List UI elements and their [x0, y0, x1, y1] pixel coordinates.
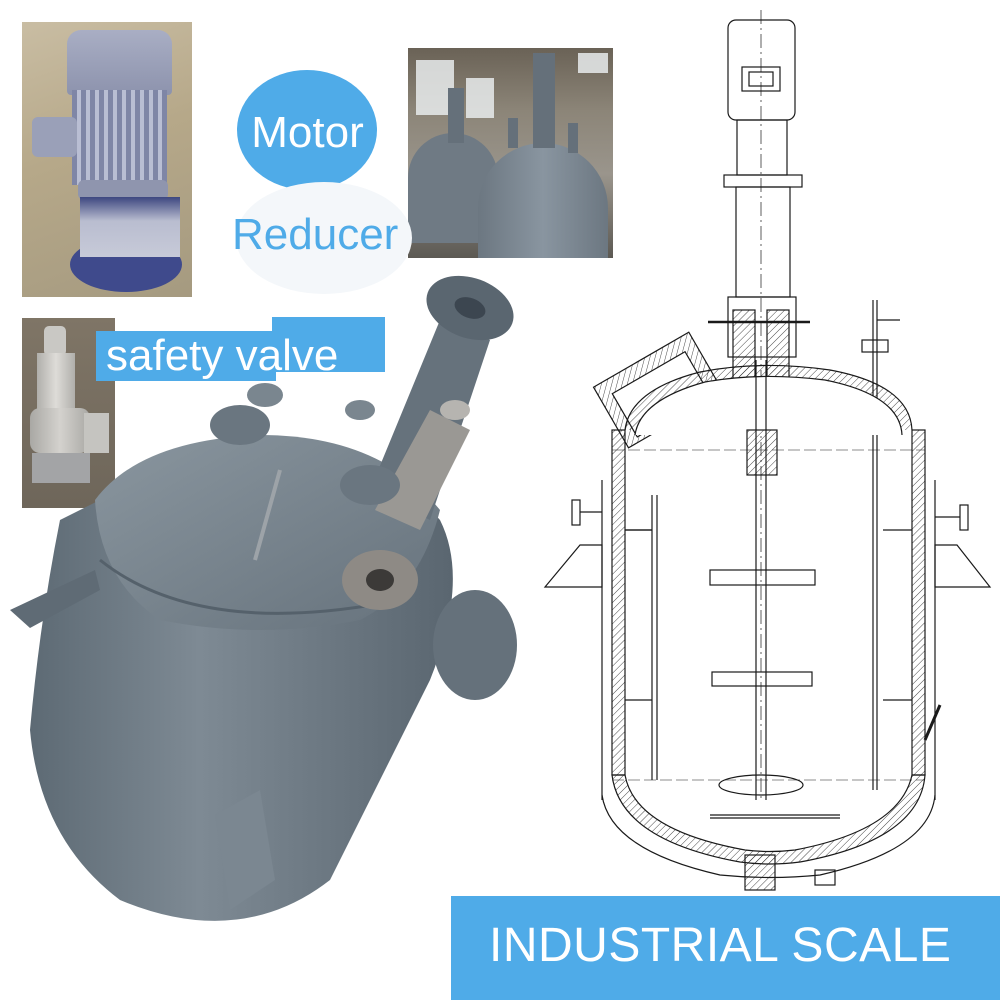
factory-window — [578, 53, 608, 73]
valve-inlet-flange — [32, 453, 90, 483]
motor-terminal-box — [32, 117, 77, 157]
reactor-nozzle — [568, 123, 578, 153]
motor-label: Motor — [251, 108, 364, 157]
factory-window — [416, 60, 454, 115]
industrial-scale-label: INDUSTRIAL SCALE — [489, 919, 952, 972]
factory-reactors-photo — [408, 48, 613, 258]
valve-body — [30, 408, 90, 453]
reactor-cross-section-drawing — [543, 10, 992, 891]
industrial-scale-banner — [451, 896, 1000, 1000]
reactor-pipe — [533, 53, 555, 148]
valve-cap — [44, 326, 66, 356]
motor-flange — [78, 180, 168, 200]
valve-outlet-flange — [84, 413, 109, 453]
safety-valve-label-box — [272, 317, 385, 372]
motor-fan-cover — [67, 30, 172, 95]
motor-finned-body — [72, 90, 167, 185]
reducer-body — [80, 197, 180, 257]
reactor-vessel-photo — [10, 275, 517, 921]
reactor-tank-right — [478, 143, 608, 258]
safety-valve-label: safety valve — [106, 331, 339, 380]
valve-bonnet — [37, 353, 75, 413]
reducer-label: Reducer — [232, 210, 399, 259]
motor-label-bubble — [237, 70, 377, 190]
motor-reducer-photo — [22, 22, 192, 297]
safety-valve-label-box — [96, 331, 276, 381]
reactor-nozzle — [508, 118, 518, 148]
reactor-pipe — [448, 88, 464, 143]
reducer-label-bubble — [236, 182, 412, 294]
factory-window — [466, 78, 494, 118]
